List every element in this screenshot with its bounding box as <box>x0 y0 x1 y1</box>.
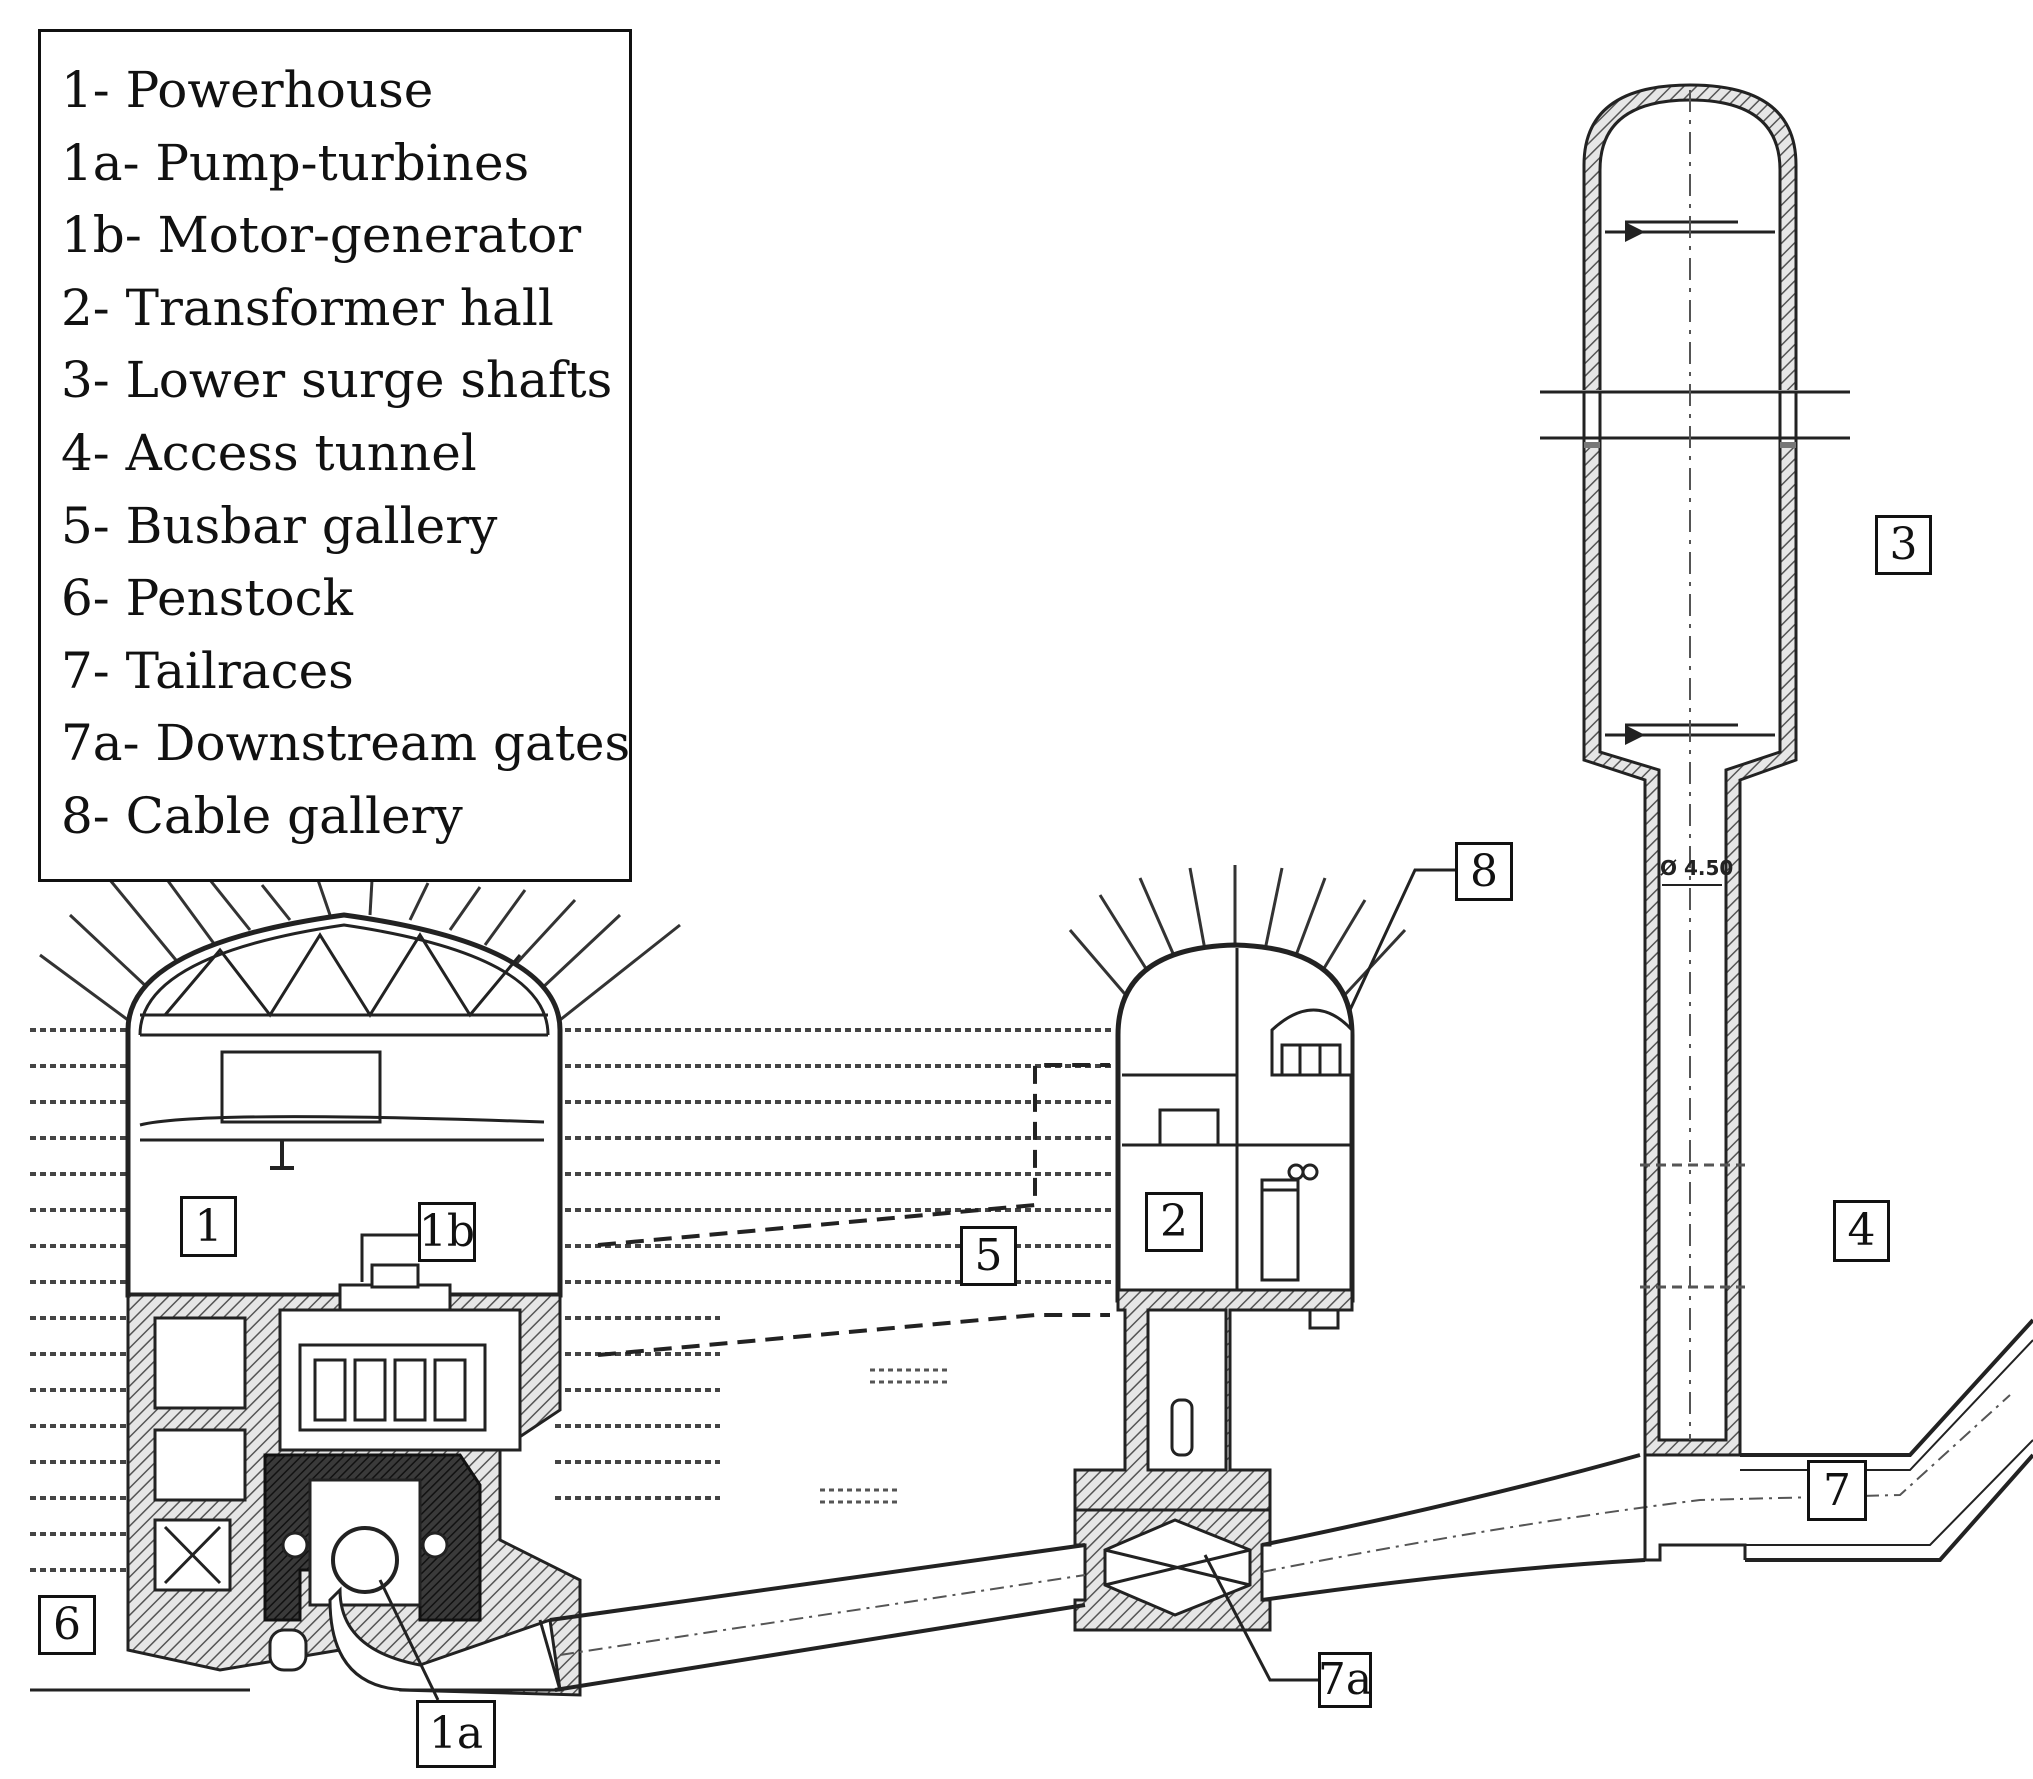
tag-cable-gallery: 8 <box>1455 842 1513 901</box>
leader-lines <box>360 868 1455 1701</box>
tag-pump-turbines: 1a <box>416 1700 496 1768</box>
transformer-hall <box>1068 865 1407 1632</box>
legend-item: 1- Powerhouse <box>61 61 434 119</box>
tag-penstock: 6 <box>38 1595 96 1655</box>
legend-item: 6- Penstock <box>61 569 353 628</box>
legend-item: 7- Tailraces <box>61 641 354 700</box>
legend-item: 3- Lower surge shafts <box>61 351 613 410</box>
legend-item: 7a- Downstream gates <box>61 714 631 773</box>
tag-downstream-gates: 7a <box>1318 1652 1372 1708</box>
legend-box: 1- Powerhouse 1a- Pump-turbines 1b- Moto… <box>38 29 632 882</box>
legend-item: 2- Transformer hall <box>61 278 554 337</box>
powerhouse-rock-bolts <box>39 869 681 1022</box>
tag-busbar-gallery: 5 <box>960 1226 1017 1286</box>
tag-tailraces: 7 <box>1807 1460 1867 1521</box>
legend-item: 8- Cable gallery <box>61 786 463 845</box>
tag-transformer-hall: 2 <box>1145 1192 1203 1252</box>
powerhouse <box>125 912 582 1697</box>
tunnel-centerline <box>559 1394 2011 1656</box>
anchor-marks <box>820 1368 950 1504</box>
legend-item: 5- Busbar gallery <box>61 496 498 555</box>
legend-item: 4- Access tunnel <box>61 423 477 482</box>
legend-item: 1a- Pump-turbines <box>61 133 530 192</box>
shaft-diameter-label: Ø 4.50 <box>1660 856 1733 880</box>
legend-item: 1b- Motor-generator <box>61 206 582 265</box>
tag-motor-generator: 1b <box>418 1202 476 1262</box>
tailrace-tunnel <box>538 1318 2033 1692</box>
rock-anchors <box>30 1028 1115 1572</box>
surge-shaft <box>1540 83 1850 1562</box>
busbar-gallery <box>597 1063 1110 1357</box>
tag-access-tunnel: 4 <box>1833 1200 1890 1262</box>
tag-lower-surge-shafts: 3 <box>1875 515 1932 575</box>
tag-powerhouse: 1 <box>180 1196 237 1257</box>
